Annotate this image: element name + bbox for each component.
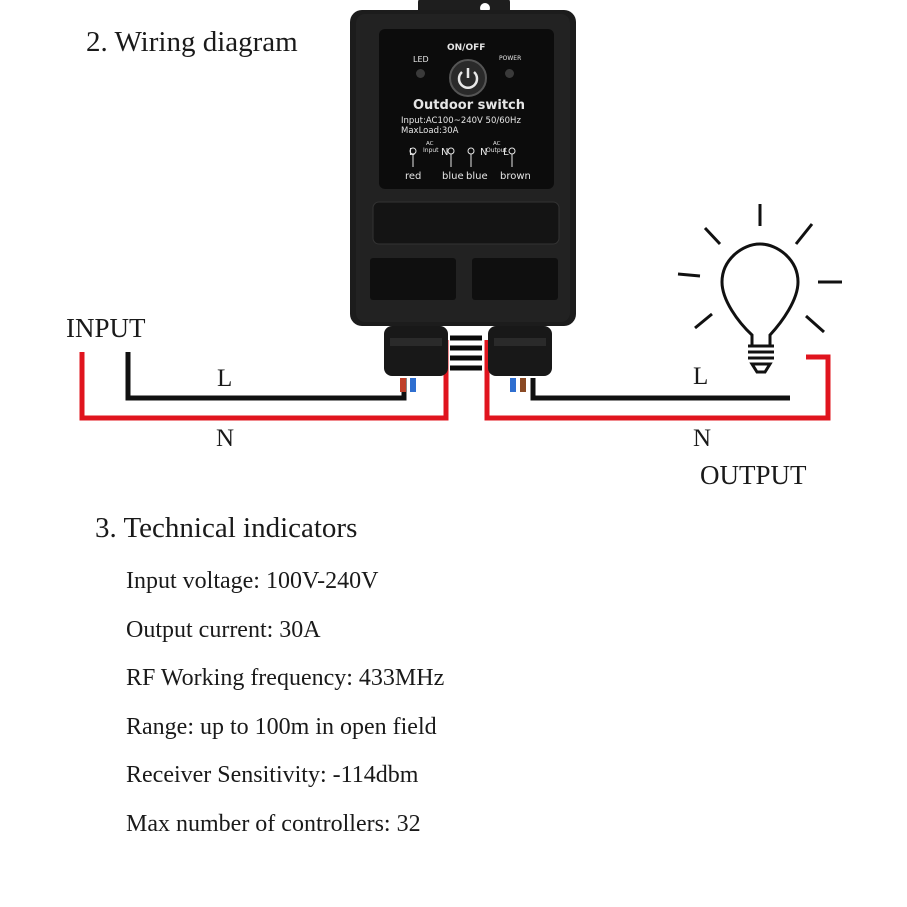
spec-receiver-sensitivity: Receiver Sensitivity: -114dbm xyxy=(126,762,419,788)
output-live-label: L xyxy=(693,363,709,390)
terminal-screws xyxy=(409,147,516,167)
ac-output-label: Output xyxy=(486,147,507,154)
ac-input-ac: AC xyxy=(426,141,434,147)
onoff-label: ON/OFF xyxy=(447,43,486,53)
power-icon xyxy=(457,68,479,89)
output-live-wire xyxy=(530,378,790,401)
terminal-n-out: N xyxy=(480,147,488,158)
ac-input-label: Input xyxy=(423,147,439,154)
wire-color-brown: brown xyxy=(500,171,531,182)
maxload-spec: MaxLoad:30A xyxy=(401,126,459,136)
output-label: OUTPUT xyxy=(700,460,807,490)
wire-color-blue-out: blue xyxy=(466,171,488,182)
device-name: Outdoor switch xyxy=(413,98,526,113)
spec-max-controllers: Max number of controllers: 32 xyxy=(126,810,421,837)
spec-input-voltage: Input voltage: 100V-240V xyxy=(126,568,379,594)
input-label: INPUT xyxy=(66,313,146,343)
power-label: POWER xyxy=(499,55,522,62)
ac-output-ac: AC xyxy=(493,141,501,147)
terminal-l-in: L xyxy=(409,147,415,158)
wire-color-blue-in: blue xyxy=(442,171,464,182)
input-spec: Input:AC100~240V 50/60Hz xyxy=(401,116,521,126)
terminal-l-out: L xyxy=(503,147,509,158)
technical-indicators-title: 3. Technical indicators xyxy=(95,512,358,544)
device-faceplate: LED ON/OFF POWER Outdoor switch Input:AC… xyxy=(379,29,554,189)
terminal-n-in: N xyxy=(441,147,449,158)
power-indicator xyxy=(505,69,514,78)
light-bulb-icon xyxy=(677,204,842,374)
input-neutral-wire xyxy=(79,340,449,421)
led-indicator xyxy=(416,69,425,78)
led-label: LED xyxy=(413,55,429,64)
spec-output-current: Output current: 30A xyxy=(126,616,321,643)
output-neutral-label: N xyxy=(693,425,712,452)
wiring-diagram-title: 2. Wiring diagram xyxy=(86,26,298,58)
wire-color-red: red xyxy=(405,171,422,182)
input-neutral-label: N xyxy=(216,425,235,452)
spec-range: Range: up to 100m in open field xyxy=(126,713,437,740)
spec-rf-frequency: RF Working frequency: 433MHz xyxy=(126,665,445,691)
input-live-label: L xyxy=(217,365,233,392)
output-neutral-wire xyxy=(484,340,831,421)
technical-indicators-list: Input voltage: 100V-240V Output current:… xyxy=(126,562,444,853)
power-button[interactable] xyxy=(449,59,487,97)
